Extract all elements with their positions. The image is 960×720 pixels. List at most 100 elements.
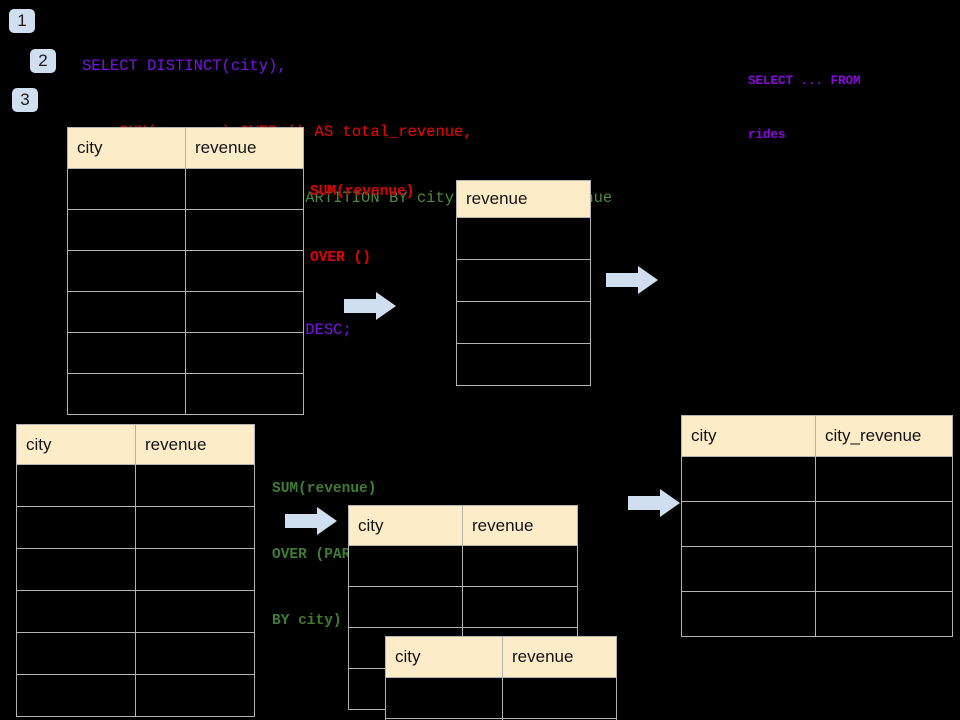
table-cell (502, 718, 617, 720)
table-cell (16, 506, 136, 549)
table-cell (456, 343, 591, 386)
arrow-source-to-partition (285, 505, 337, 537)
table-cell (135, 590, 255, 633)
table-cell (67, 291, 186, 333)
table-cell (16, 464, 136, 507)
side-note-line-2: rides (748, 128, 786, 142)
table-cell (67, 250, 186, 292)
table-row (67, 209, 304, 251)
table-row (67, 373, 304, 415)
table-row (16, 632, 255, 675)
table-row (681, 501, 953, 547)
table-cell (815, 546, 953, 592)
step-badge-3: 3 (12, 88, 38, 112)
table-cell (16, 674, 136, 717)
table-row (385, 718, 617, 720)
table-row (16, 464, 255, 507)
table-cell (185, 168, 304, 210)
table-cell (135, 464, 255, 507)
total-revenue-table: revenue (456, 180, 591, 386)
column-header-city: city (16, 424, 136, 465)
table-cell (462, 545, 578, 587)
table-row (681, 546, 953, 592)
table-cell (135, 674, 255, 717)
table-row (67, 168, 304, 210)
column-header-city: city (385, 636, 503, 678)
annotation-partition-line-3: BY city) (272, 613, 342, 629)
column-header-revenue: revenue (185, 127, 304, 169)
arrow-right-icon (344, 292, 396, 320)
arrow-right-icon (606, 266, 658, 294)
column-header-city: city (67, 127, 186, 169)
table-row (16, 590, 255, 633)
table-body (385, 677, 617, 720)
table-header-row: city revenue (67, 127, 304, 169)
column-header-revenue: revenue (462, 505, 578, 546)
table-cell (185, 332, 304, 374)
table-row (16, 674, 255, 717)
arrow-right-icon (285, 507, 337, 535)
table-cell (681, 546, 816, 592)
table-cell (456, 217, 591, 260)
table-cell (348, 586, 463, 628)
table-header-row: city city_revenue (681, 415, 953, 457)
table-cell (135, 548, 255, 591)
table-cell (185, 209, 304, 251)
table-header-row: city revenue (385, 636, 617, 678)
table-cell (67, 332, 186, 374)
table-cell (16, 632, 136, 675)
table-cell (16, 548, 136, 591)
table-cell (135, 632, 255, 675)
step-badge-2: 2 (30, 49, 56, 73)
table-row (16, 506, 255, 549)
annotation-partition-line-1: SUM(revenue) (272, 481, 377, 497)
rides-source-table-partition: city revenue (16, 424, 255, 717)
table-body (16, 464, 255, 717)
table-cell (681, 501, 816, 547)
side-note-line-1: SELECT ... FROM (748, 74, 861, 88)
result-table: city city_revenue (681, 415, 953, 637)
table-row (16, 548, 255, 591)
table-row (348, 545, 578, 587)
table-header-row: revenue (456, 180, 591, 218)
table-cell (185, 291, 304, 333)
table-cell (185, 250, 304, 292)
rides-source-table: city revenue (67, 127, 304, 415)
table-row (348, 586, 578, 628)
arrow-partition-to-result (628, 487, 680, 519)
table-cell (815, 591, 953, 637)
step-badge-2-label: 2 (38, 51, 48, 70)
column-header-city: city (681, 415, 816, 457)
table-row (456, 301, 591, 344)
column-header-city: city (348, 505, 463, 546)
partition-group-table-front: city revenue (385, 636, 617, 720)
annotation-total-line-1: SUM(revenue) (310, 184, 415, 200)
table-cell (456, 301, 591, 344)
table-cell (815, 501, 953, 547)
table-header-row: city revenue (16, 424, 255, 465)
column-header-city-revenue: city_revenue (815, 415, 953, 457)
arrow-source-to-total (344, 290, 396, 322)
table-cell (681, 456, 816, 502)
column-header-revenue: revenue (456, 180, 591, 218)
table-header-row: city revenue (348, 505, 578, 546)
annotation-total-revenue: SUM(revenue) OVER () (310, 137, 414, 313)
table-cell (456, 259, 591, 302)
table-row (456, 259, 591, 302)
table-row (385, 677, 617, 719)
arrow-right-icon (628, 489, 680, 517)
table-row (681, 591, 953, 637)
step-badge-1: 1 (9, 9, 35, 33)
annotation-total-line-2: OVER () (310, 250, 371, 266)
side-note-select-from: SELECT ... FROM rides (748, 36, 861, 180)
table-cell (67, 373, 186, 415)
table-cell (502, 677, 617, 719)
table-row (67, 250, 304, 292)
table-cell (16, 590, 136, 633)
table-cell (681, 591, 816, 637)
table-row (67, 332, 304, 374)
arrow-total-to-result (606, 264, 658, 296)
table-cell (67, 209, 186, 251)
table-body (681, 456, 953, 637)
step-badge-1-label: 1 (17, 11, 27, 30)
